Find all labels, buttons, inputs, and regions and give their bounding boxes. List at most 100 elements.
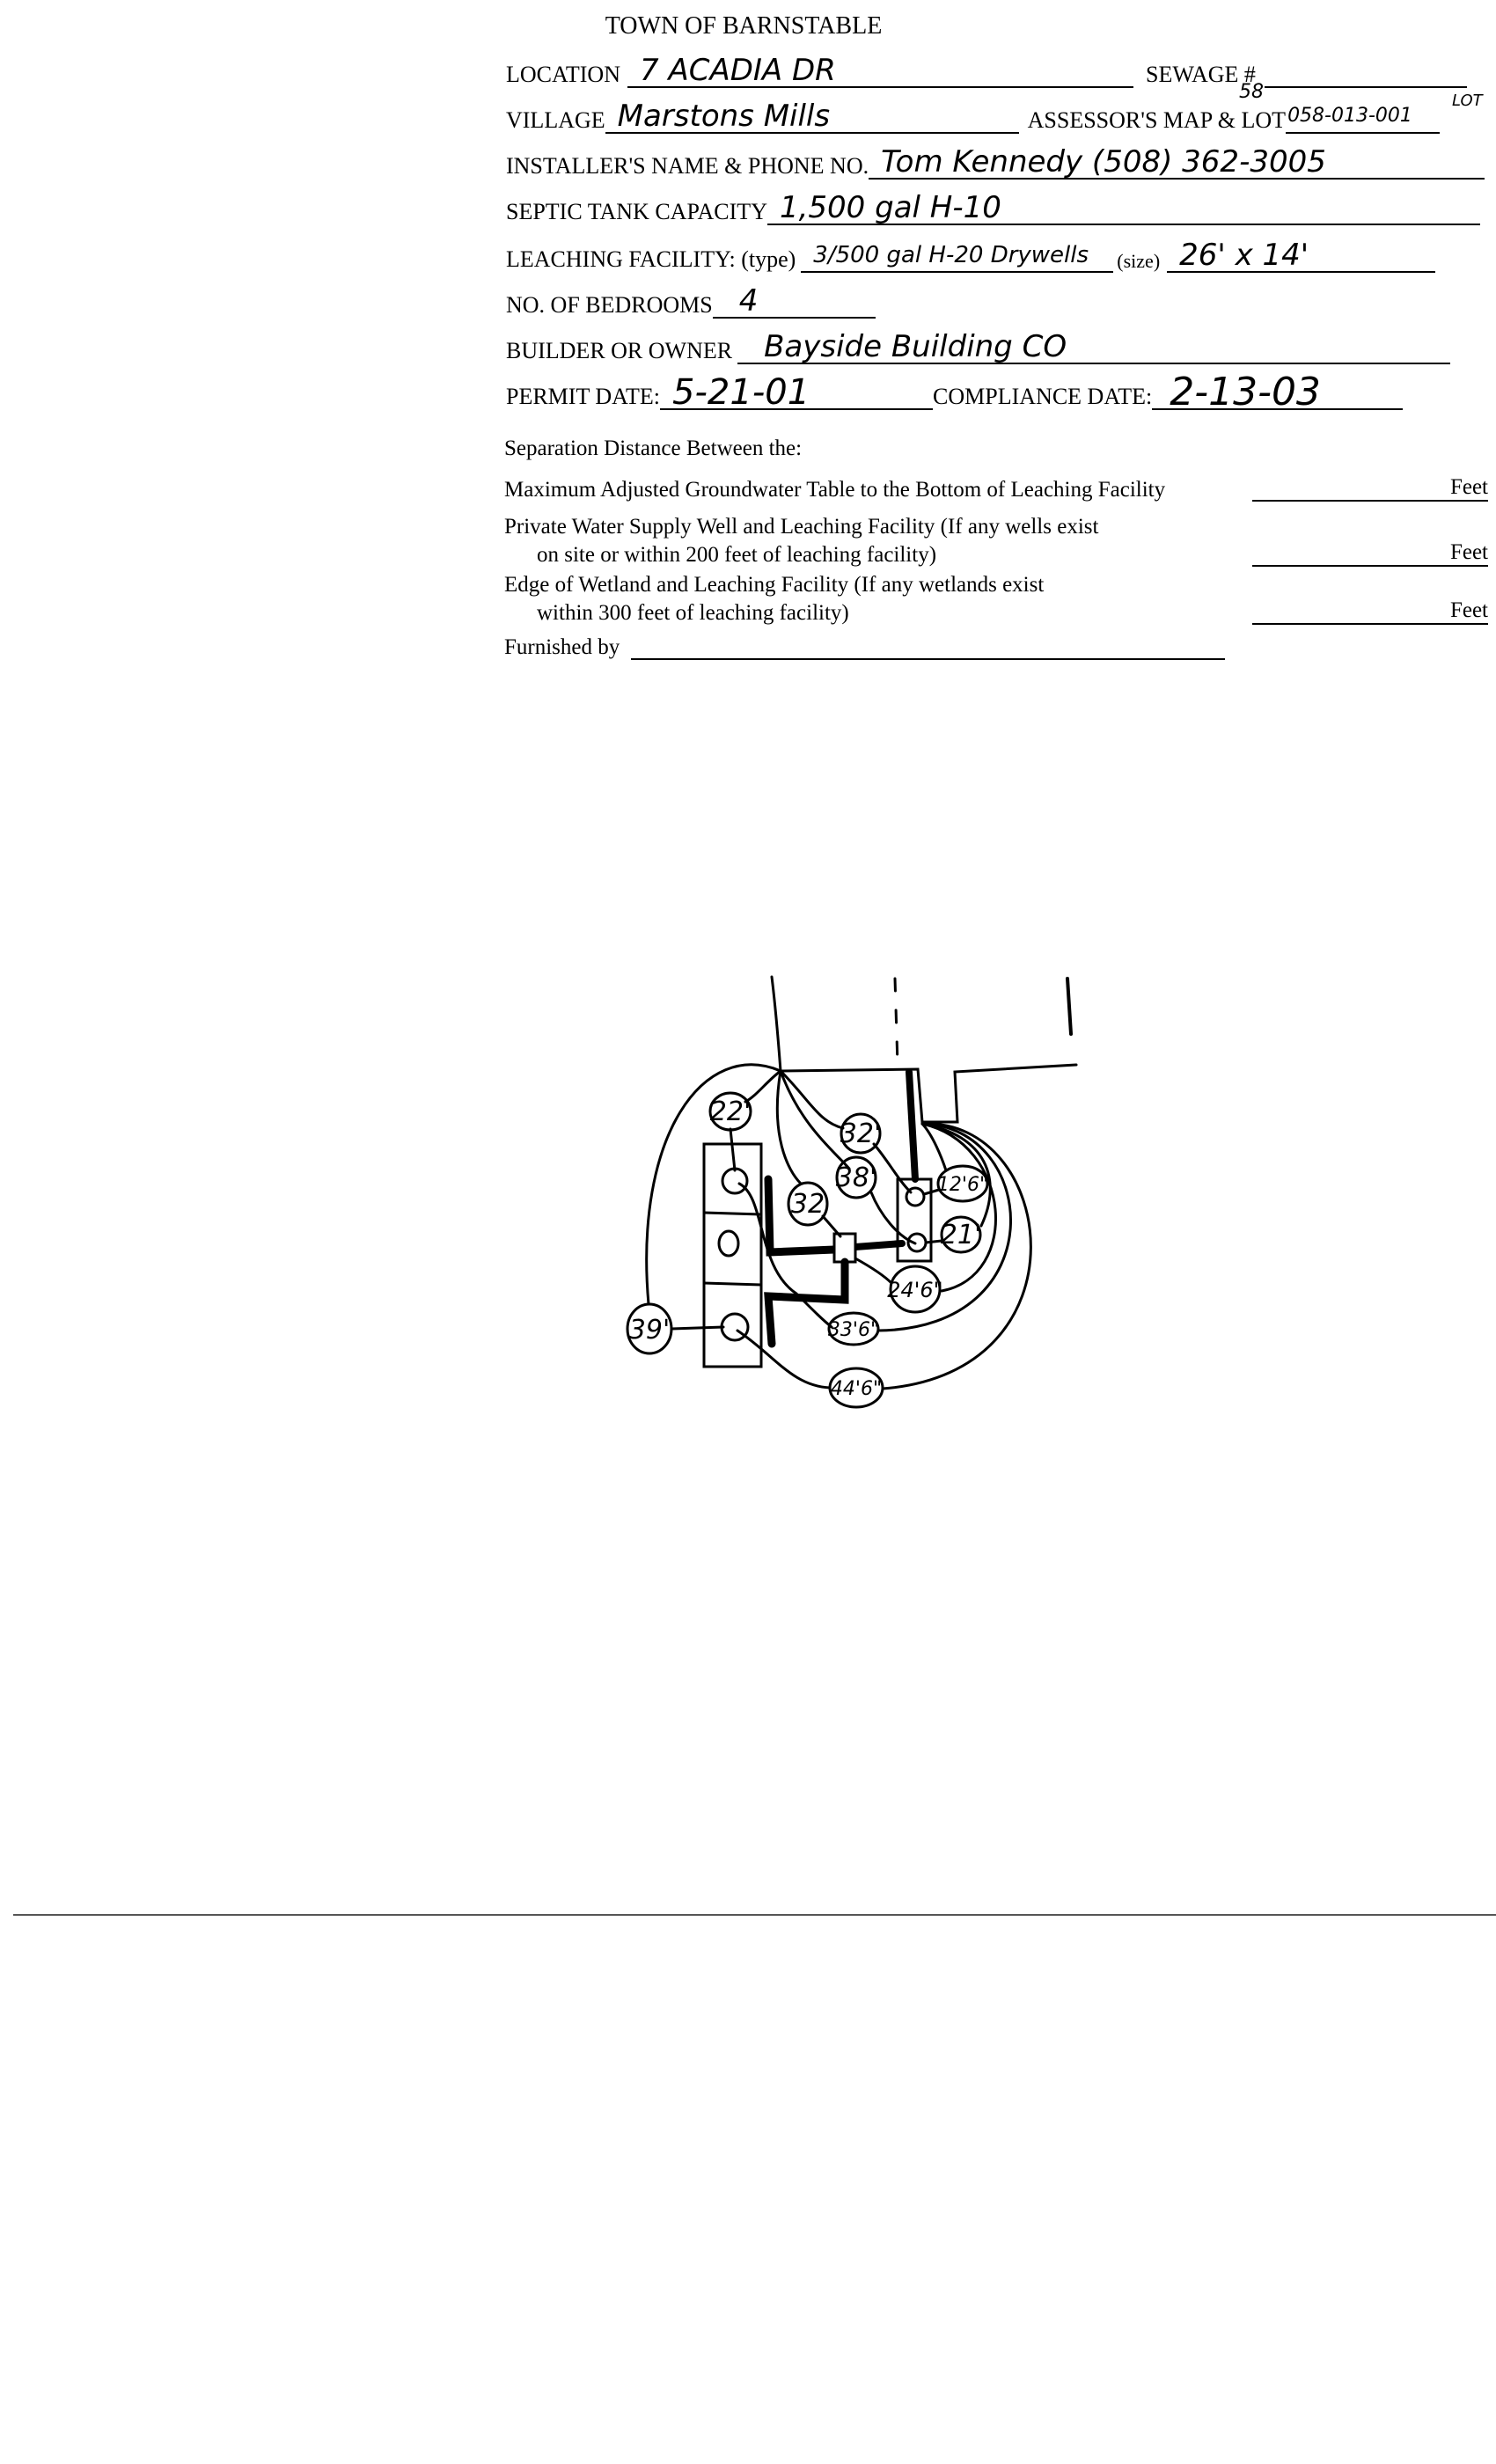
pipe (764, 1258, 849, 1348)
bedrooms-row: NO. OF BEDROOMS 4 (506, 285, 876, 319)
well-label-line2: on site or within 200 feet of leaching f… (537, 543, 937, 567)
label-oval (940, 1215, 982, 1254)
sketch-label: 22' (710, 1096, 751, 1127)
pipe (906, 1068, 919, 1183)
drywell-box (896, 1177, 933, 1263)
well-label-line1: Private Water Supply Well and Leaching F… (504, 515, 1099, 539)
dates-row: PERMIT DATE: 5-21-01 COMPLIANCE DATE: 2-… (506, 373, 1404, 412)
assessor-label: ASSESSOR'S MAP & LOT (1027, 107, 1287, 133)
installer-field[interactable]: Tom Kennedy (508) 362-3005 (869, 146, 1485, 180)
tank-divider (702, 1211, 763, 1216)
tank-cover-icon (721, 1167, 749, 1195)
furnished-row: Furnished by (504, 635, 1225, 660)
leader-line (645, 1063, 782, 1306)
bedrooms-label: NO. OF BEDROOMS (506, 292, 713, 318)
label-oval (828, 1367, 884, 1409)
leader-line (670, 1325, 725, 1331)
label-oval (708, 1091, 752, 1132)
leader-line (779, 1069, 851, 1170)
tank-divider (702, 1281, 763, 1287)
leader-line (779, 1069, 845, 1130)
leader-line (869, 1191, 917, 1245)
well-feet-field[interactable]: Feet (1252, 540, 1488, 567)
village-row: VILLAGE Marstons Mills ASSESSOR'S MAP & … (506, 100, 1441, 134)
sketch-label: 33'6" (828, 1319, 879, 1341)
leader-line (854, 1257, 893, 1285)
location-label: LOCATION (506, 62, 620, 87)
form-title-text: TOWN OF BARNSTABLE (605, 12, 883, 40)
builder-field[interactable]: Bayside Building CO (737, 331, 1451, 364)
page-divider (13, 1914, 1496, 1916)
leader-line (729, 1127, 737, 1172)
assessor-lot-note: LOT (1452, 92, 1483, 110)
wetland-label-line1: Edge of Wetland and Leaching Facility (I… (504, 573, 1045, 597)
leader-line (922, 1188, 941, 1196)
sketch-label: 12'6" (937, 1174, 988, 1196)
leader-line (876, 1122, 1012, 1332)
label-oval (889, 1265, 942, 1314)
builder-label: BUILDER OR OWNER (506, 338, 733, 363)
septic-field[interactable]: 1,500 gal H-10 (766, 192, 1480, 225)
location-field[interactable]: 7 ACADIA DR (627, 55, 1133, 88)
pipe (852, 1240, 906, 1250)
label-oval (626, 1302, 673, 1355)
leader-line (737, 1182, 833, 1329)
property-line (770, 975, 782, 1073)
wetland-label-line2: within 300 feet of leaching facility) (537, 601, 849, 625)
leader-line (744, 1069, 782, 1104)
label-ovals (626, 1091, 989, 1409)
furnished-label: Furnished by (504, 635, 620, 659)
installer-row: INSTALLER'S NAME & PHONE NO. Tom Kennedy… (506, 146, 1485, 180)
label-oval (787, 1181, 829, 1227)
sketch-label: 32' (840, 1118, 881, 1149)
sketch-label: 24'6" (887, 1278, 942, 1302)
tank-cover-icon (717, 1229, 740, 1258)
sketch-label: 32 (791, 1189, 825, 1220)
leader-line (775, 1069, 803, 1185)
furnished-field[interactable] (630, 639, 1225, 660)
bedrooms-field[interactable]: 4 (712, 285, 876, 319)
leader-line (821, 1214, 842, 1238)
leaching-label: LEACHING FACILITY: (type) (506, 246, 796, 272)
dashed-line (893, 977, 899, 1067)
label-oval (835, 1155, 877, 1199)
leaching-size-field[interactable]: 26' x 14' (1167, 239, 1436, 273)
leaching-type-field[interactable]: 3/500 gal H-20 Drywells (801, 239, 1114, 273)
leader-line (736, 1329, 832, 1390)
wetland-feet-field[interactable]: Feet (1252, 598, 1488, 625)
leader-line (920, 1122, 997, 1293)
leaching-row: LEACHING FACILITY: (type) 3/500 gal H-20… (506, 239, 1436, 273)
label-oval (827, 1311, 880, 1346)
leader-line (920, 1122, 992, 1228)
compliance-date-label: COMPLIANCE DATE: (933, 384, 1153, 409)
assessor-field[interactable]: 058-013-001 (1286, 100, 1441, 134)
leader-line (924, 1239, 943, 1244)
installer-label: INSTALLER'S NAME & PHONE NO. (506, 153, 869, 179)
location-row: LOCATION 7 ACADIA DR SEWAGE # (506, 55, 1467, 88)
permit-date-label: PERMIT DATE: (506, 384, 661, 409)
sewage-label: SEWAGE # (1146, 62, 1256, 87)
right-edge-line (1066, 977, 1073, 1036)
house-outline (779, 1063, 1078, 1124)
compliance-date-field[interactable]: 2-13-03 (1152, 373, 1404, 412)
septic-row: SEPTIC TANK CAPACITY 1,500 gal H-10 (506, 192, 1480, 225)
leader-line (881, 1122, 1032, 1390)
sketch-label: 44'6" (831, 1378, 882, 1400)
groundwater-feet-field[interactable]: Feet (1252, 475, 1488, 502)
village-field[interactable]: Marstons Mills (605, 100, 1019, 134)
form-title: TOWN OF BARNSTABLE (0, 12, 1496, 40)
sewage-field[interactable] (1264, 60, 1467, 88)
village-label: VILLAGE (506, 107, 605, 133)
separation-heading: Separation Distance Between the: (504, 436, 803, 460)
distribution-box (832, 1232, 857, 1264)
assessor-map-note: 58 (1239, 81, 1264, 103)
sketch-label: 21' (941, 1220, 981, 1250)
leader-line (920, 1122, 948, 1172)
septic-label: SEPTIC TANK CAPACITY (506, 199, 767, 224)
sketch-label: 38' (836, 1162, 876, 1193)
drywell-icon (905, 1186, 926, 1207)
label-oval (936, 1164, 989, 1203)
leaching-size-label: (size) (1117, 250, 1161, 272)
permit-date-field[interactable]: 5-21-01 (660, 375, 934, 410)
